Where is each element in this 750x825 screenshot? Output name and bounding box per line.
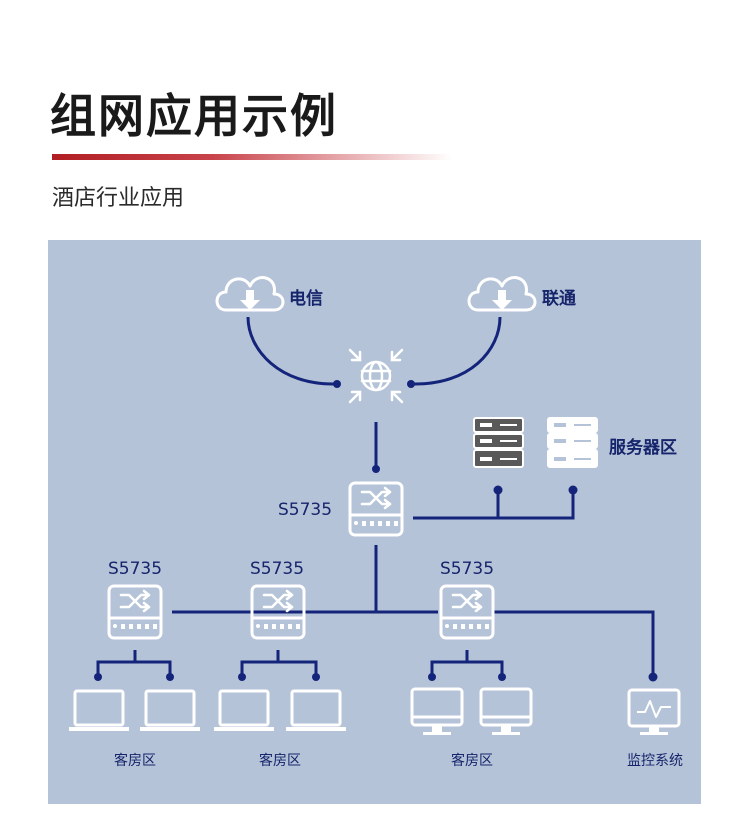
laptop-icon (138, 689, 202, 733)
zone-label: 监控系统 (627, 753, 683, 769)
surveillance-monitor-icon (627, 688, 681, 735)
laptop-icon (67, 689, 131, 733)
access-switch-icon (107, 584, 163, 640)
isp-unicom-label: 联通 (542, 289, 576, 309)
title-accent-bar (52, 154, 452, 160)
unicom-cloud-icon (467, 276, 537, 312)
link-to-monitor (493, 610, 655, 677)
access-switch-label: S5735 (250, 559, 304, 579)
desktop-monitor-icon (479, 687, 533, 737)
laptop-icon (284, 689, 348, 733)
server-area-label: 服务器区 (609, 437, 677, 458)
laptop-icon (212, 689, 276, 733)
access-switch-label: S5735 (440, 559, 494, 579)
server-rack-icon (547, 417, 598, 468)
access-switch-icon (439, 584, 495, 640)
server-rack-icon (473, 417, 524, 468)
network-diagram: 电信 联通 服务器区 S5735 S5 (48, 240, 701, 804)
telecom-cloud-icon (215, 276, 285, 312)
page-subtitle: 酒店行业应用 (52, 186, 185, 211)
link-telecom-to-gateway (246, 316, 336, 386)
zone-label: 客房区 (114, 752, 156, 769)
access-switch-label: S5735 (108, 559, 162, 579)
core-switch-label: S5735 (278, 500, 332, 520)
isp-telecom-label: 电信 (289, 288, 323, 309)
page-title: 组网应用示例 (50, 89, 338, 143)
globe-gateway-icon (348, 348, 404, 404)
zone-label: 客房区 (259, 752, 301, 769)
desktop-monitor-icon (410, 687, 464, 737)
link-core-to-servers (413, 491, 575, 520)
core-switch-icon (348, 481, 404, 537)
link-unicom-to-gateway (412, 316, 502, 386)
zone-label: 客房区 (451, 752, 493, 769)
